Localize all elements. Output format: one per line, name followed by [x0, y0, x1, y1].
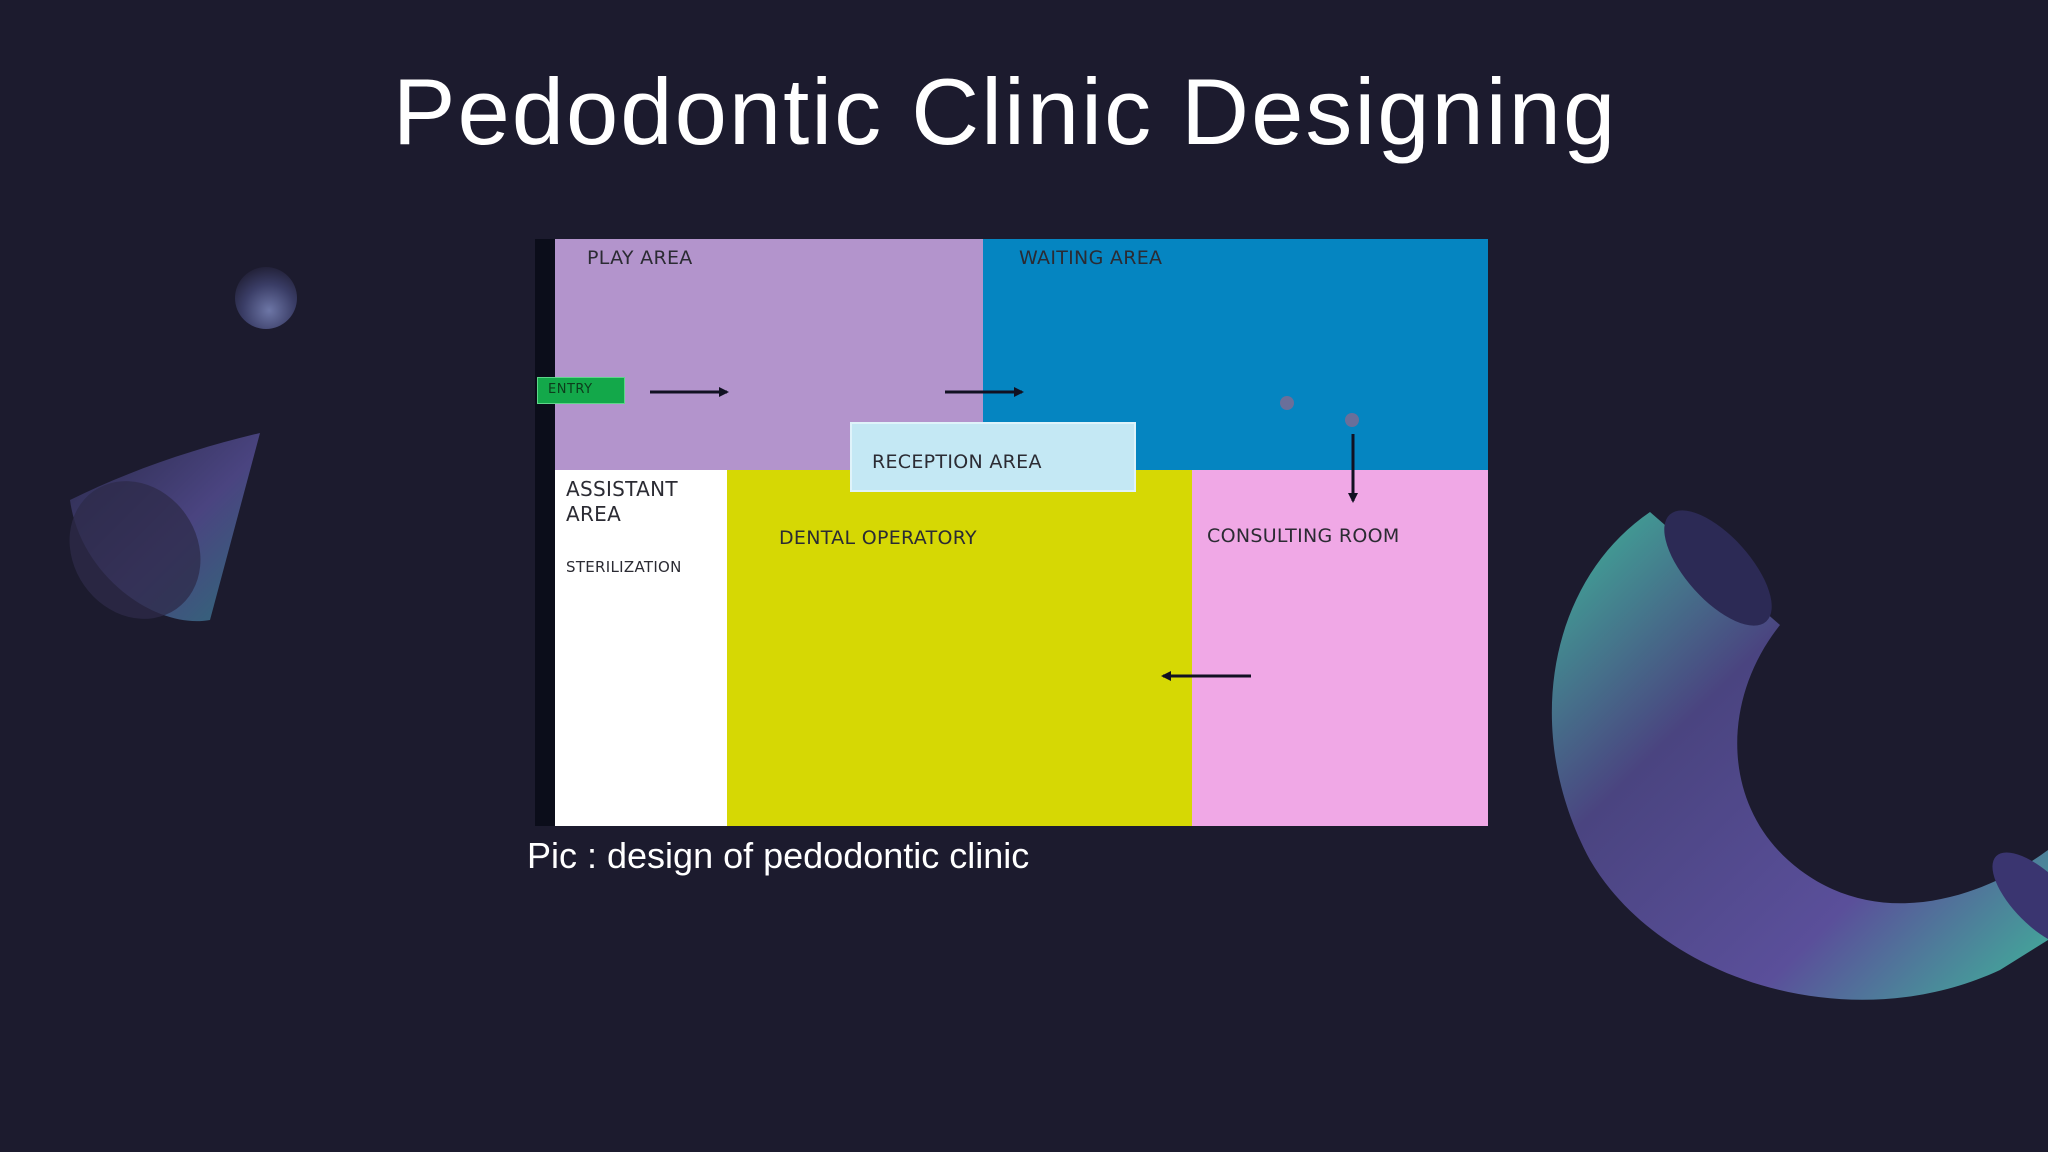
entry-label: ENTRY	[548, 382, 593, 397]
flow-arrows	[650, 387, 1358, 681]
consulting-room-label: CONSULTING ROOM	[1207, 525, 1400, 547]
waiting-area-dot	[1345, 413, 1359, 427]
consulting-room-zone: CONSULTING ROOM	[1192, 470, 1488, 826]
sphere-decoration	[235, 267, 297, 329]
assistant-area-zone: ASSISTANT AREA STERILIZATION	[555, 470, 727, 826]
waiting-area-label: WAITING AREA	[1019, 247, 1163, 269]
dental-operatory-label: DENTAL OPERATORY	[779, 527, 977, 549]
reception-area-zone: RECEPTION AREA	[850, 422, 1136, 492]
image-caption: Pic : design of pedodontic clinic	[527, 835, 1030, 876]
reception-area-label: RECEPTION AREA	[872, 451, 1042, 473]
dental-operatory-zone: DENTAL OPERATORY	[727, 470, 1192, 826]
entry-marker: ENTRY	[537, 377, 625, 404]
clinic-floorplan-diagram: PLAY AREA WAITING AREA ASSISTANT AREA ST…	[535, 239, 1488, 826]
assistant-area-label: ASSISTANT AREA	[566, 477, 678, 526]
sterilization-label: STERILIZATION	[566, 558, 682, 576]
torus-decoration	[1551, 510, 2048, 1000]
cone-decoration	[69, 433, 260, 622]
waiting-area-dot	[1280, 396, 1294, 410]
play-area-label: PLAY AREA	[587, 247, 693, 269]
slide-title: Pedodontic Clinic Designing	[392, 59, 1618, 164]
